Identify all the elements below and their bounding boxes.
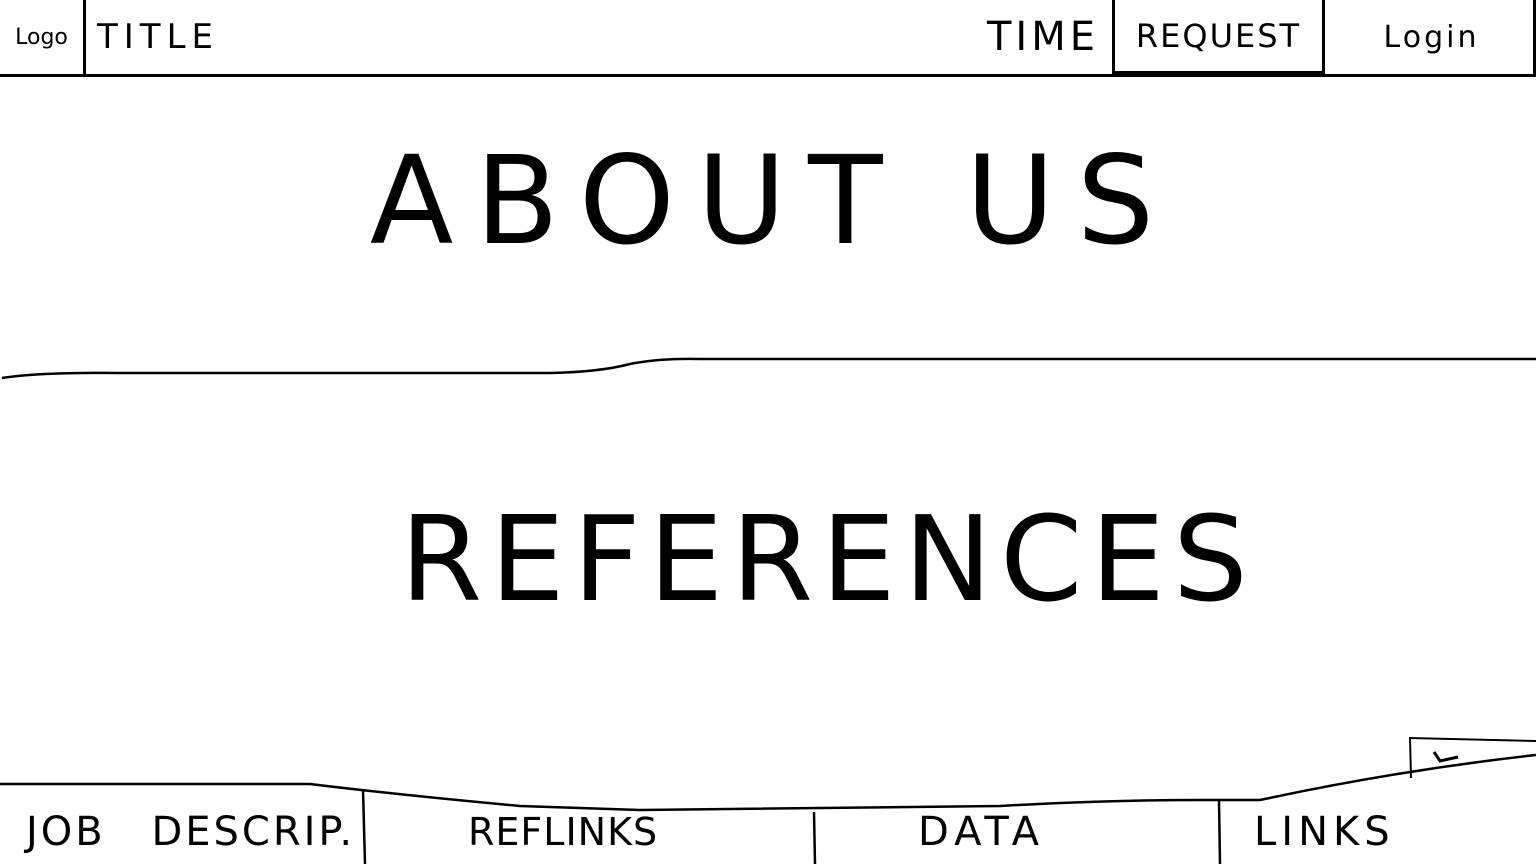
footer-sep-2 [812, 811, 817, 864]
footer-sep-3 [1217, 800, 1222, 864]
login-button[interactable]: Login [1330, 0, 1536, 74]
request-button-label: REQUEST [1135, 16, 1302, 55]
footer-link-label: DATA [918, 809, 1046, 855]
site-title-text: TITLE [97, 17, 219, 57]
footer-link-links[interactable]: LINKS [1254, 800, 1454, 864]
about-us-heading: ABOUT US [369, 130, 1177, 272]
footer-link-data[interactable]: DATA [918, 800, 1118, 864]
footer-link-job-description[interactable]: JOB DESCRIP. [26, 800, 362, 864]
footer-link-label: LINKS [1254, 809, 1395, 855]
about-divider [1, 357, 1536, 380]
login-button-label: Login [1383, 19, 1480, 55]
header-bar: Logo TITLE TIME REQUEST Login [0, 0, 1536, 77]
corner-toggle-button[interactable] [1410, 738, 1534, 780]
footer-link-label: REFLINKS [468, 810, 659, 854]
time-text: TIME [986, 14, 1099, 60]
site-title: TITLE [97, 0, 497, 74]
footer-link-reflinks[interactable]: REFLINKS [468, 800, 788, 864]
time-display: TIME [965, 0, 1105, 74]
request-button[interactable]: REQUEST [1112, 0, 1325, 74]
references-heading: REFERENCES [400, 490, 1256, 628]
footer-sep-1 [361, 789, 367, 864]
logo-text: Logo [15, 24, 68, 50]
logo[interactable]: Logo [0, 0, 86, 74]
footer-link-label: JOB DESCRIP. [26, 809, 356, 855]
